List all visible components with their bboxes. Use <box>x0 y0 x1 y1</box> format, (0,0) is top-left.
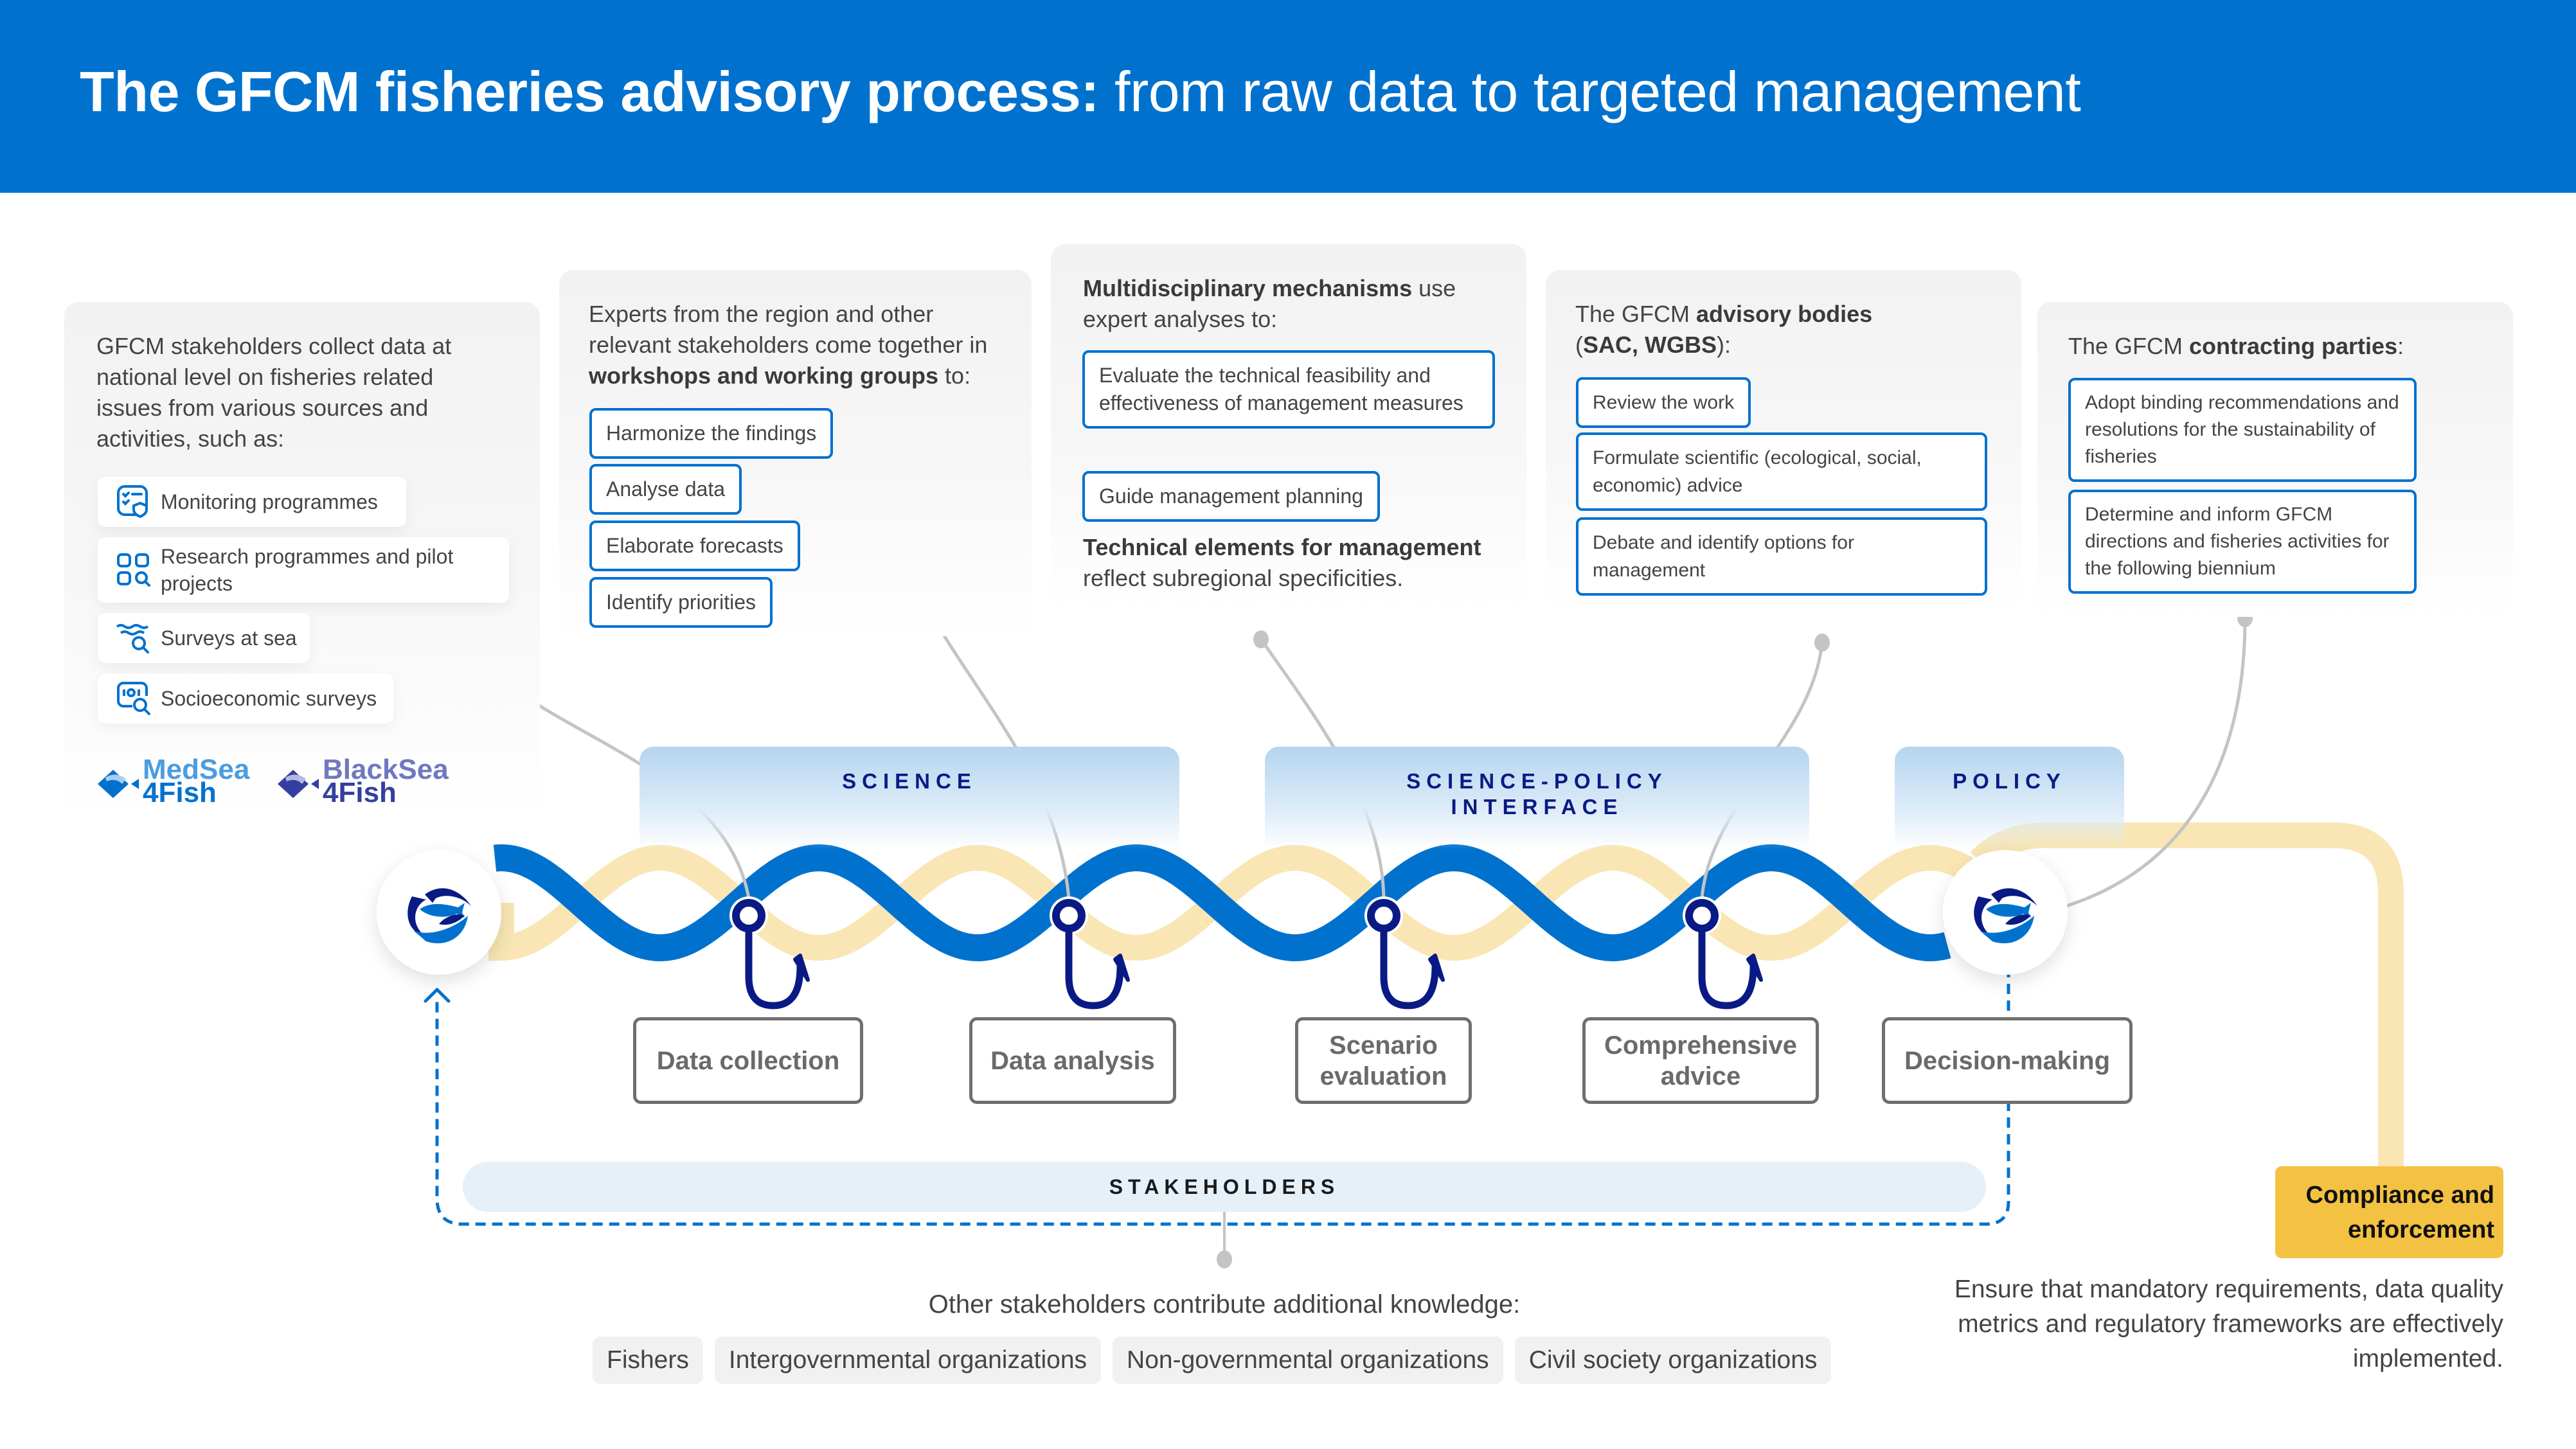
phase-label-policy: POLICY <box>1953 769 2066 793</box>
fishing-hook-icon <box>1050 896 1130 1009</box>
fishing-hook-icon <box>729 896 810 1009</box>
compliance-description: Ensure that mandatory requirements, data… <box>1954 1276 2503 1373</box>
experts-task: Harmonize the findings <box>589 408 834 459</box>
logo-text-line2: 4Fish <box>323 777 397 808</box>
monitoring-checklist-shield-icon <box>117 485 148 519</box>
logo-text-line1: BlackSea <box>323 754 449 785</box>
page-title-rest: from raw data to targeted management <box>1099 60 2081 123</box>
socioeconomic-data-search-icon <box>117 682 150 715</box>
phase-label-science: SCIENCE <box>842 769 977 793</box>
experts-task: Identify priorities <box>589 577 773 628</box>
logo-text-line1: MedSea <box>143 754 250 785</box>
connector-dot <box>1814 634 1830 652</box>
panel-contracting-intro: The GFCM contracting parties: <box>2068 333 2404 359</box>
gfcm-logo-end <box>1943 850 2068 975</box>
source-label: Socioeconomic surveys <box>161 687 377 710</box>
mechanisms-task: Evaluate the technical feasibility and e… <box>1082 350 1495 429</box>
source-monitoring-programmes: Monitoring programmes <box>98 477 406 527</box>
advisory-task: Formulate scientific (ecological, social… <box>1576 432 1987 511</box>
step-scenario-evaluation: Scenario evaluation <box>1295 1017 1472 1104</box>
panel-experts-intro: Experts from the region and other releva… <box>589 301 988 389</box>
stakeholder-feedback-loop <box>435 967 2010 1226</box>
panel-mechanisms-footer: Technical elements for management reflec… <box>1083 534 1481 591</box>
page-title: The GFCM fisheries advisory process: fro… <box>80 59 2081 125</box>
advisory-task: Debate and identify options for manageme… <box>1576 517 1987 596</box>
hooks <box>729 896 1763 1009</box>
connector-dot <box>1217 1250 1232 1268</box>
panel-advisory-intro: The GFCM advisory bodies (SAC, WGBS): <box>1575 301 1873 358</box>
compliance-enforcement-box: Compliance and enforcement <box>2275 1166 2503 1258</box>
stakeholder-groups: Fishers Intergovernmental organizations … <box>593 1337 1832 1384</box>
logo-text-line2: 4Fish <box>143 777 217 808</box>
stakeholder-group-chip: Non-governmental organizations <box>1113 1337 1503 1384</box>
header-banner: The GFCM fisheries advisory process: fro… <box>0 0 2576 193</box>
advisory-task: Review the work <box>1576 377 1751 428</box>
step-data-collection: Data collection <box>633 1017 863 1104</box>
source-label: Surveys at sea <box>161 627 297 650</box>
fishing-hook-icon <box>1364 896 1445 1009</box>
gfcm-logo-start <box>377 850 501 975</box>
source-surveys-at-sea: Surveys at sea <box>98 613 310 663</box>
source-research-programmes: Research programmes and pilot projects <box>98 537 509 603</box>
connector-contracting <box>2066 618 2247 908</box>
feedback-arrowhead <box>424 988 451 1003</box>
experts-task: Elaborate forecasts <box>589 520 800 571</box>
stakeholders-intro: Other stakeholders contribute additional… <box>928 1290 1521 1319</box>
contracting-task: Adopt binding recommendations and resolu… <box>2068 378 2417 482</box>
step-comprehensive-advice: Comprehensive advice <box>1582 1017 1819 1104</box>
panel-mechanisms-intro: Multidisciplinary mechanisms use expert … <box>1083 275 1456 332</box>
contracting-task: Determine and inform GFCM directions and… <box>2068 490 2417 594</box>
stakeholder-group-chip: Fishers <box>593 1337 703 1384</box>
fish-logo-icon <box>98 770 139 798</box>
step-decision-making: Decision-making <box>1882 1017 2133 1104</box>
fish-logo-icon <box>278 770 319 798</box>
source-socioeconomic-surveys: Socioeconomic surveys <box>98 673 393 724</box>
page-title-bold: The GFCM fisheries advisory process: <box>80 60 1100 123</box>
source-label: Monitoring programmes <box>161 490 378 513</box>
source-label: Research programmes and pilot projects <box>161 545 454 595</box>
sea-waves-search-icon <box>116 624 149 653</box>
phase-band-policy: POLICY <box>1895 747 2124 849</box>
fishing-hook-icon <box>1683 896 1763 1009</box>
experts-task: Analyse data <box>589 464 742 515</box>
mechanisms-task: Guide management planning <box>1082 471 1380 522</box>
stakeholder-group-chip: Civil society organizations <box>1514 1337 1832 1384</box>
phase-band-science: SCIENCE <box>640 747 1179 849</box>
phase-band-science-policy: SCIENCE-POLICY INTERFACE <box>1265 747 1809 849</box>
stakeholder-group-chip: Intergovernmental organizations <box>714 1337 1102 1384</box>
phase-label-science-policy: SCIENCE-POLICY INTERFACE <box>1406 769 1668 819</box>
research-grid-search-icon <box>117 553 150 587</box>
connector-dot <box>1253 630 1269 648</box>
panel-collect-intro: GFCM stakeholders collect data at nation… <box>96 333 452 452</box>
stakeholders-bar: STAKEHOLDERS <box>463 1162 1986 1212</box>
step-data-analysis: Data analysis <box>969 1017 1176 1104</box>
